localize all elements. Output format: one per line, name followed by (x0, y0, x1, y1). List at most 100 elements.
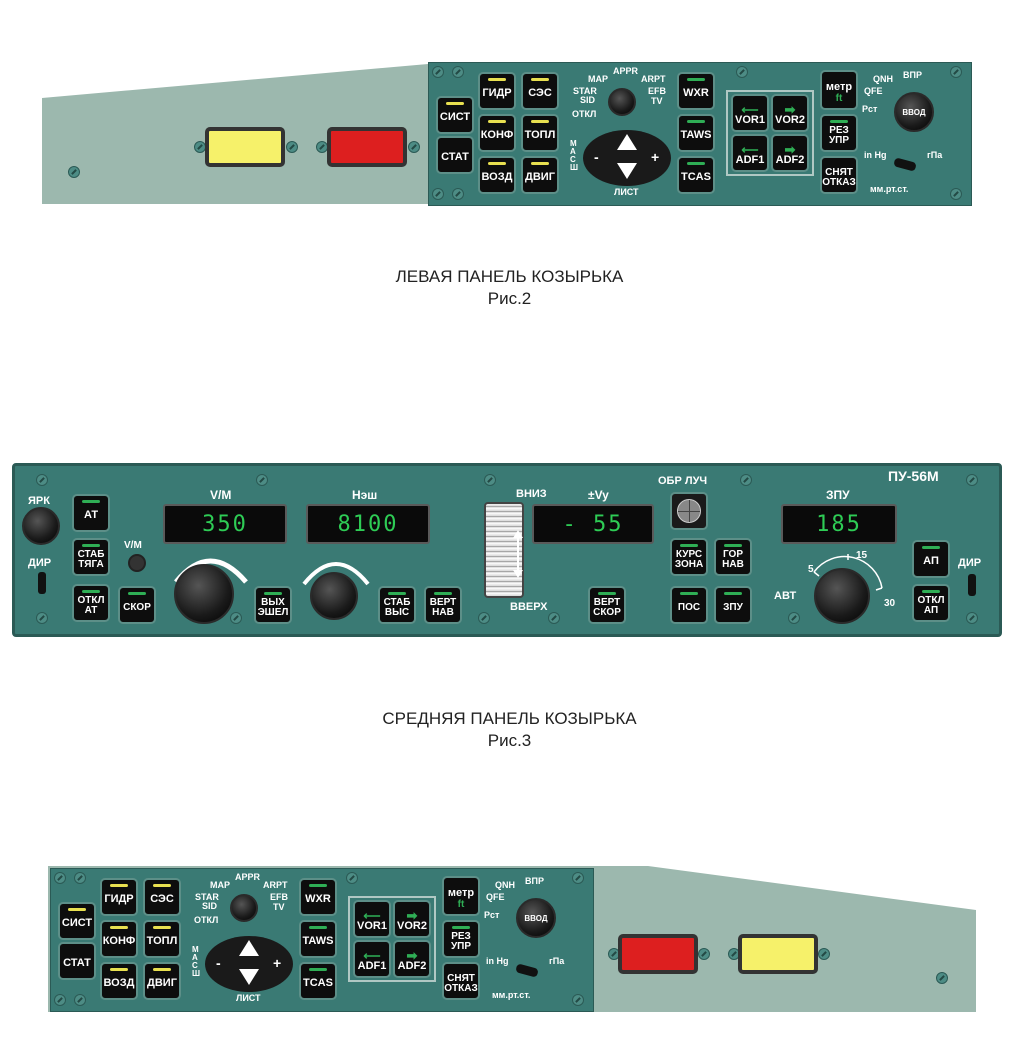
qnh-label: QNH (495, 880, 515, 890)
screw-icon (408, 141, 420, 153)
bank-limit-scale-icon (813, 554, 883, 591)
screw-icon (36, 612, 48, 624)
caution-lamp-yellow[interactable] (738, 934, 818, 974)
course-display: 185 (781, 504, 897, 544)
vverh-label: ВВЕРХ (510, 601, 548, 613)
brightness-knob[interactable] (22, 507, 60, 545)
display-mode-selector-knob[interactable] (230, 894, 258, 922)
gor-nav-button[interactable]: ГОР НАВ (714, 538, 752, 576)
adf2-button[interactable]: ➡ADF2 (771, 134, 809, 172)
screw-icon (548, 612, 560, 624)
display-mode-selector-knob[interactable] (608, 88, 636, 116)
vor1-button[interactable]: ⟵VOR1 (731, 94, 769, 132)
wxr-button[interactable]: WXR (677, 72, 715, 110)
obr-luch-button[interactable] (670, 492, 708, 530)
screw-icon (36, 474, 48, 486)
sist-button[interactable]: СИСТ (58, 902, 96, 940)
dvig-button[interactable]: ДВИГ (143, 962, 181, 1000)
stab-tyaga-button[interactable]: СТАБ ТЯГА (72, 538, 110, 576)
adf2-button[interactable]: ➡ADF2 (393, 940, 431, 978)
gidr-button[interactable]: ГИДР (478, 72, 516, 110)
mode-otkl-label: ОТКЛ (194, 915, 219, 925)
tcas-button[interactable]: TCAS (677, 156, 715, 194)
mmrt-label: мм.рт.ст. (870, 184, 909, 194)
rez-upr-button[interactable]: РЕЗ УПР (442, 920, 480, 958)
vyh-eshel-button[interactable]: ВЫХ ЭШЕЛ (254, 586, 292, 624)
adf1-button[interactable]: ⟵ADF1 (731, 134, 769, 172)
tcas-button[interactable]: TCAS (299, 962, 337, 1000)
kurs-zona-button[interactable]: КУРС ЗОНА (670, 538, 708, 576)
otkl-at-button[interactable]: ОТКЛ АТ (72, 584, 110, 622)
vert-nav-button[interactable]: ВЕРТ НАВ (424, 586, 462, 624)
skor-button[interactable]: СКОР (118, 586, 156, 624)
vor2-button[interactable]: ➡VOR2 (771, 94, 809, 132)
mode-appr-label: APPR (613, 66, 639, 76)
rez-upr-button[interactable]: РЕЗ УПР (820, 114, 858, 152)
left-panel-figure-number: Рис.2 (487, 289, 532, 308)
topl-button[interactable]: ТОПЛ (521, 114, 559, 152)
mode-efb-label: EFB (270, 892, 288, 902)
screw-icon (74, 994, 86, 1006)
screw-icon (572, 994, 584, 1006)
inhg-label: in Hg (864, 150, 887, 160)
taws-button[interactable]: TAWS (299, 920, 337, 958)
taws-button[interactable]: TAWS (677, 114, 715, 152)
ses-button[interactable]: СЭС (521, 72, 559, 110)
range-plus-label: + (651, 149, 660, 165)
warning-lamp-red[interactable] (618, 934, 698, 974)
avt-label: АВТ (774, 590, 797, 602)
baro-vvod-knob[interactable]: ВВОД (894, 92, 934, 132)
right-dir-toggle-switch[interactable] (968, 574, 976, 596)
at-button[interactable]: АТ (72, 494, 110, 532)
screw-icon (478, 612, 490, 624)
vor2-button[interactable]: ➡VOR2 (393, 900, 431, 938)
qfe-label: QFE (486, 892, 505, 902)
altitude-selector-knob[interactable] (310, 572, 358, 620)
page-down-arrow-icon[interactable] (617, 163, 637, 179)
page-up-arrow-icon[interactable] (239, 940, 259, 956)
snyat-otkaz-button[interactable]: СНЯТ ОТКАЗ (820, 156, 858, 194)
vor1-button[interactable]: ⟵VOR1 (353, 900, 391, 938)
qnh-label: QNH (873, 74, 893, 84)
stat-button[interactable]: СТАТ (436, 136, 474, 174)
speed-selector-knob[interactable] (174, 564, 234, 624)
vozd-button[interactable]: ВОЗД (478, 156, 516, 194)
gidr-button[interactable]: ГИДР (100, 878, 138, 916)
screw-icon (936, 972, 948, 984)
ses-button[interactable]: СЭС (143, 878, 181, 916)
stab-vys-button[interactable]: СТАБ ВЫС (378, 586, 416, 624)
konf-button[interactable]: КОНФ (100, 920, 138, 958)
pos-button[interactable]: ПОС (670, 586, 708, 624)
snyat-otkaz-button[interactable]: СНЯТ ОТКАЗ (442, 962, 480, 1000)
dvig-button[interactable]: ДВИГ (521, 156, 559, 194)
left-dir-toggle-switch[interactable] (38, 572, 46, 594)
mode-arpt-label: ARPT (263, 880, 288, 890)
ap-button[interactable]: АП (912, 540, 950, 578)
sist-button[interactable]: СИСТ (436, 96, 474, 134)
stat-button[interactable]: СТАТ (58, 942, 96, 980)
konf-button[interactable]: КОНФ (478, 114, 516, 152)
baro-vvod-knob[interactable]: ВВОД (516, 898, 556, 938)
page-down-arrow-icon[interactable] (239, 969, 259, 985)
range-minus-label: - (594, 149, 599, 165)
screw-icon (68, 166, 80, 178)
otkl-ap-button[interactable]: ОТКЛ АП (912, 584, 950, 622)
course-selector-knob[interactable] (814, 568, 870, 624)
mode-star-label: STAR (195, 892, 219, 902)
vm-toggle-button[interactable] (128, 554, 146, 572)
vert-skor-button[interactable]: ВЕРТ СКОР (588, 586, 626, 624)
screw-icon (736, 66, 748, 78)
adf1-button[interactable]: ⟵ADF1 (353, 940, 391, 978)
zpu-button[interactable]: ЗПУ (714, 586, 752, 624)
vy-display-label: ±Vy (588, 488, 609, 502)
page-up-arrow-icon[interactable] (617, 134, 637, 150)
vozd-button[interactable]: ВОЗД (100, 962, 138, 1000)
topl-button[interactable]: ТОПЛ (143, 920, 181, 958)
screw-icon (572, 872, 584, 884)
warning-lamp-red[interactable] (327, 127, 407, 167)
masshtab-label: М А С Ш (570, 139, 579, 172)
wxr-button[interactable]: WXR (299, 878, 337, 916)
caution-lamp-yellow[interactable] (205, 127, 285, 167)
